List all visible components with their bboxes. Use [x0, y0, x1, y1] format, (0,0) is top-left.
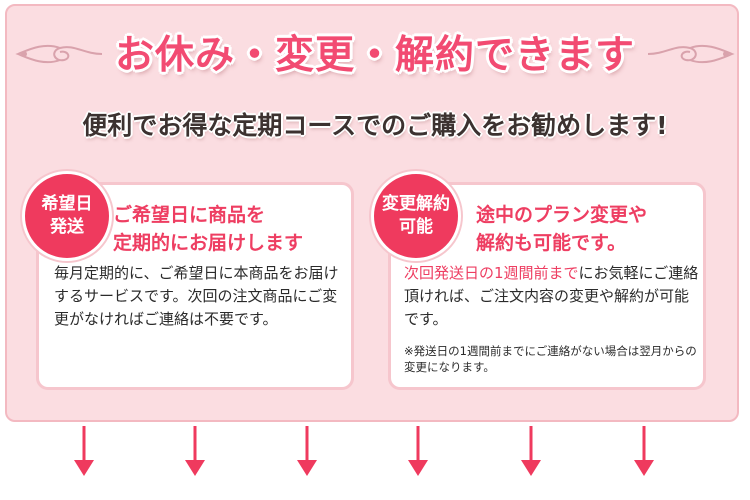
- ornament-flourish-icon: [647, 44, 735, 64]
- ornament-flourish-icon: [15, 44, 103, 64]
- badge-line: 変更解約: [382, 194, 450, 214]
- card-body: 次回発送日の1週間前までにお気軽にご連絡頂ければ、ご注文内容の変更や解約が可能で…: [404, 262, 700, 331]
- card-title-line: 定期的にお届けします: [113, 232, 304, 254]
- down-arrow-icon: [521, 426, 541, 476]
- card-title-line: 途中のプラン変更や: [476, 204, 648, 226]
- body-text: にお気軽にご連絡頂ければ、ご注文内容の変更や解約が可能です。: [404, 264, 699, 328]
- badge-line: 希望日: [41, 194, 93, 214]
- subheadline: 便利でお得な定期コースでのご購入をお勧めします!: [82, 111, 668, 140]
- down-arrow-icon: [408, 426, 428, 476]
- card-body: 毎月定期的に、ご希望日に本商品をお届けするサービスです。次回の注文商品にご変更が…: [54, 264, 339, 328]
- down-arrow-icon: [74, 426, 94, 476]
- highlight-text: 次回発送日の1週間前まで: [404, 264, 579, 282]
- card-title: 途中のプラン変更や 解約も可能です。: [476, 201, 647, 257]
- headline: お休み・変更・解約できます: [114, 33, 635, 78]
- badge-change-cancel: 変更解約 可能: [371, 171, 461, 261]
- card-title-line: 解約も可能です。: [476, 232, 627, 254]
- badge-line: 可能: [399, 217, 433, 237]
- card-title-line: ご希望日に商品を: [113, 204, 266, 226]
- badge-line: 発送: [50, 217, 84, 237]
- badge-scheduled-delivery: 希望日 発送: [22, 171, 112, 261]
- card-title: ご希望日に商品を 定期的にお届けします: [113, 201, 303, 257]
- footnote: ※発送日の1週間前までにご連絡がない場合は翌月からの変更になります。: [404, 344, 697, 374]
- down-arrow-icon: [297, 426, 317, 476]
- down-arrow-icon: [634, 426, 654, 476]
- down-arrow-icon: [185, 426, 205, 476]
